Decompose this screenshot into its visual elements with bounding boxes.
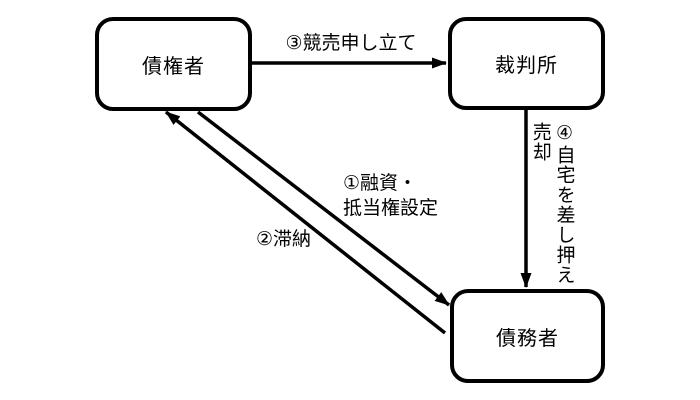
node-debtor: 債務者 — [450, 289, 605, 383]
edge-label-auction-petition: ③競売申し立て — [285, 33, 417, 54]
node-creditor-label: 債権者 — [142, 55, 205, 78]
node-court: 裁判所 — [448, 17, 605, 110]
edge-label-seizure-sale: ④自宅を差し押え 売却 — [529, 122, 575, 285]
node-debtor-label: 債務者 — [496, 327, 559, 350]
edge-label-loan: ①融資・ 抵当権設定 — [343, 173, 439, 219]
node-creditor: 債権者 — [95, 17, 252, 111]
arrow-delinquency — [164, 110, 447, 335]
node-court-label: 裁判所 — [495, 55, 558, 77]
edge-label-delinquency: ②滞納 — [256, 229, 312, 250]
